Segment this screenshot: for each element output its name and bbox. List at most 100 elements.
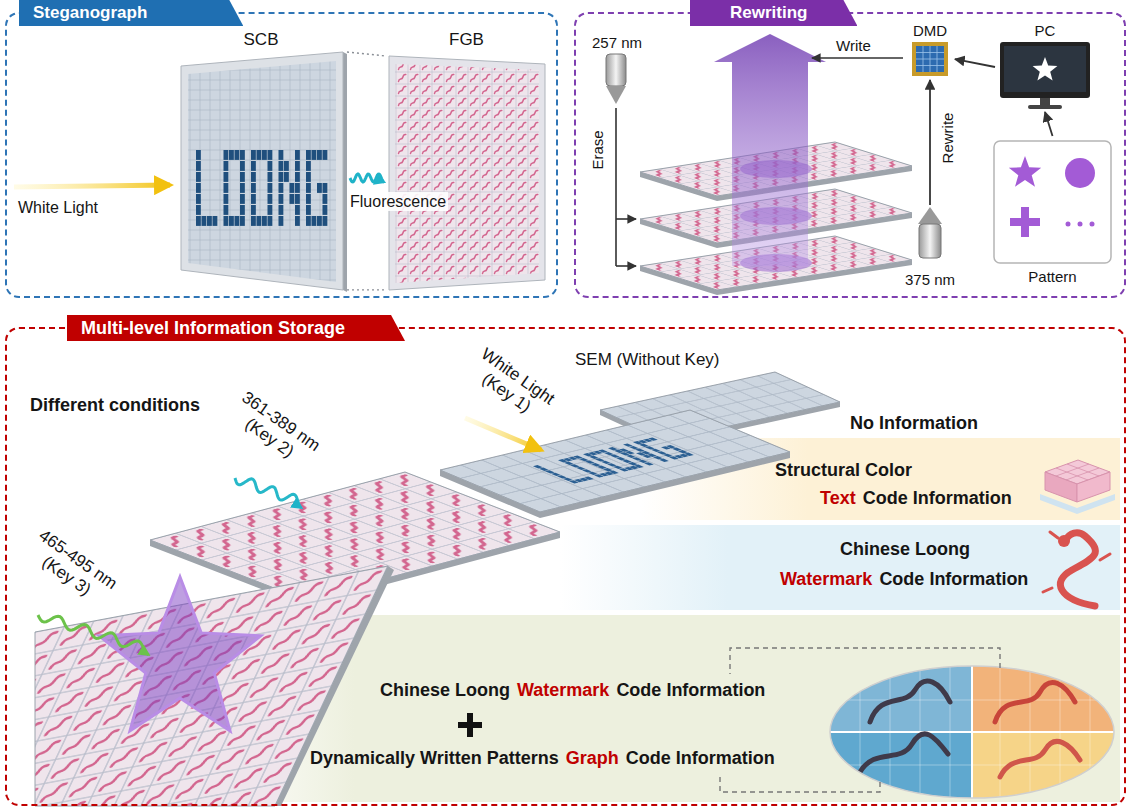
device-label: PC [1035,22,1056,40]
pixel-block [240,161,245,171]
monitor-screen [1004,46,1086,92]
excitation-wave [235,478,301,508]
pixel-block [632,457,642,460]
uv-lamp [606,54,626,86]
connector-line [347,52,385,56]
pixel-block [551,473,561,476]
write-arrow [812,57,903,59]
band-text: Chinese Loong [840,539,970,561]
cube-icon [1045,472,1077,502]
pixel-block [622,460,632,463]
connector-line [955,59,995,67]
dashed-pointer [730,648,1000,674]
pixel-block [545,470,555,473]
pixel-block [628,462,638,465]
pixel-block [290,183,295,193]
pixel-block [251,216,256,226]
wavelength-label: 375 nm [905,271,955,289]
info-band: Structural ColorTextCode Information [640,438,1120,520]
pixel-pattern [196,150,327,226]
steganograph-panel: SteganographSCBFGB [5,12,558,298]
written-star [99,577,261,731]
pixel-block [268,183,273,193]
pixel-block [240,172,245,182]
pixel-block [295,150,300,160]
pixel-block [557,475,567,478]
cube-icon [1077,472,1110,502]
light-label: White Light [18,198,98,217]
key-label: 361-389 nm (Key 2) [220,383,330,477]
fluorescence-wave [350,174,384,182]
pixel-block [240,194,245,204]
pixel-block [251,150,256,160]
pixel-block [607,463,617,466]
pixel-block [595,458,605,461]
pixel-block [240,150,245,160]
band-text: Code Information [626,748,775,770]
pixel-block [576,467,586,470]
star-icon [1033,57,1058,81]
pixel-block [196,216,201,226]
pixel-block [279,205,284,215]
pixel-block [598,450,608,453]
text-line: SCB [175,30,347,50]
pixel-block [684,453,694,456]
dmd-chip [912,42,948,76]
pixel-block [224,205,229,215]
pixel-block [610,455,620,458]
pixel-block [251,183,256,193]
written-plate [35,566,388,806]
pixel-block [279,183,284,193]
light-beam [714,34,826,266]
connector-line [929,80,931,205]
text-line: Multi-level Information Storage [67,315,405,341]
pixel-block [290,194,295,204]
pixel-block [262,150,267,160]
pixel-block [648,438,658,441]
pixel-block [663,454,673,457]
pixel-block [295,172,300,182]
text-line: Text Code Information [820,488,1012,510]
pixel-block [251,172,256,182]
band-text: Text [820,488,856,510]
pixel-block [306,194,311,204]
pixel-block [634,465,644,468]
band-text: Code Information [863,488,1012,510]
pixel-block [573,456,583,459]
pixel-block [323,205,328,215]
pixel-block [635,449,645,452]
pixel-block [251,205,256,215]
pixel-block [647,454,657,457]
pixel-block [240,205,245,215]
text-line: DMD [905,22,955,40]
light-beam [465,418,541,450]
structural-color-plate [440,410,790,512]
pixel-pattern [533,438,694,484]
plus-icon [1010,207,1040,237]
excitation-wave [38,615,149,655]
connector-line [347,289,385,290]
erase-arrow [616,218,636,220]
band-text: Code Information [879,569,1028,591]
pixel-block [591,463,601,466]
pixel-block [295,216,300,226]
pixel-block [638,460,648,463]
dmd-node: DMD [905,22,955,80]
dashed-pointer [720,776,880,792]
pixel-block [604,452,614,455]
pixel-block [629,446,639,449]
text-line: Dynamically Written PatternsGraphCode In… [310,748,775,770]
pixel-block [262,216,267,226]
pixel-block [323,183,328,193]
text-line: FGB [385,30,548,50]
pixel-block [279,216,284,226]
device-label: Pattern [1028,268,1076,286]
pixel-block [295,194,300,204]
pixel-block [279,161,284,171]
pixel-block [279,172,284,182]
pixel-block [306,216,311,226]
pixel-block [224,183,229,193]
pixel-block [224,161,229,171]
pixel-block [317,150,322,160]
